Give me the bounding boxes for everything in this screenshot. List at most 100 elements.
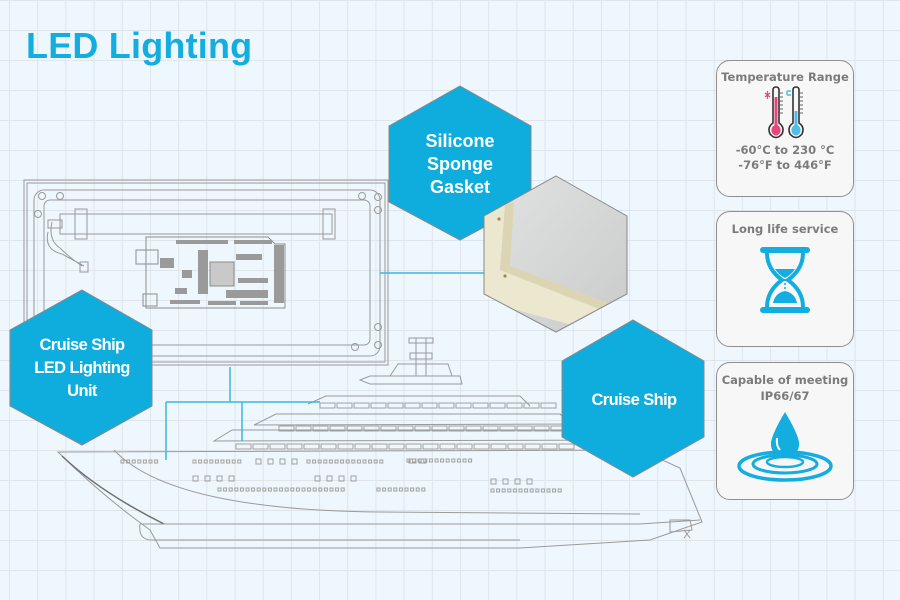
ship-window bbox=[388, 443, 405, 450]
ship-window bbox=[350, 475, 357, 482]
ship-window bbox=[526, 478, 533, 485]
ship-window bbox=[462, 458, 467, 463]
feature-title: Temperature Range bbox=[721, 70, 849, 84]
ship-window bbox=[507, 443, 524, 450]
ship-window bbox=[439, 443, 456, 450]
ship-window bbox=[496, 488, 501, 493]
ship-window bbox=[541, 443, 558, 450]
ship-hull bbox=[56, 449, 703, 549]
ship-window bbox=[524, 488, 529, 493]
ship-window bbox=[340, 487, 345, 492]
ship-window bbox=[228, 475, 235, 482]
page-title: LED Lighting bbox=[26, 25, 253, 66]
ship-window bbox=[451, 458, 456, 463]
ship-windows bbox=[120, 402, 635, 493]
ship-window bbox=[220, 459, 225, 464]
ship-window bbox=[209, 459, 214, 464]
ship-window bbox=[387, 487, 392, 492]
ship-window bbox=[312, 487, 317, 492]
ship-window bbox=[256, 487, 261, 492]
ship-window bbox=[404, 487, 409, 492]
ship-window bbox=[417, 458, 422, 463]
ship-window bbox=[340, 459, 345, 464]
circuit-board bbox=[135, 236, 286, 309]
ship-window bbox=[192, 475, 199, 482]
ship-window bbox=[540, 488, 545, 493]
ship-window bbox=[380, 425, 397, 432]
ship-window bbox=[279, 458, 286, 465]
ship-window bbox=[214, 459, 219, 464]
hourglass-icon bbox=[760, 247, 810, 313]
ship-window bbox=[284, 487, 289, 492]
ship-window bbox=[489, 402, 506, 409]
ship-window bbox=[329, 487, 334, 492]
ship-window bbox=[204, 475, 211, 482]
ship-window bbox=[323, 459, 328, 464]
ship-window bbox=[490, 488, 495, 493]
ship-window bbox=[312, 459, 317, 464]
ship-window bbox=[428, 458, 433, 463]
ship-window bbox=[326, 475, 333, 482]
ship-window bbox=[404, 402, 421, 409]
ship-window bbox=[278, 425, 295, 432]
ship-window bbox=[337, 443, 354, 450]
ship-window bbox=[286, 443, 303, 450]
ship-window bbox=[445, 458, 450, 463]
ship-window bbox=[354, 443, 371, 450]
ship-window bbox=[345, 459, 350, 464]
ship-window bbox=[131, 459, 136, 464]
ship-window bbox=[376, 487, 381, 492]
ship-window bbox=[320, 443, 337, 450]
feature-title: Long life service bbox=[731, 222, 839, 236]
ship-window bbox=[414, 425, 431, 432]
ship-window bbox=[235, 443, 252, 450]
ship-window bbox=[323, 487, 328, 492]
ship-window bbox=[336, 402, 353, 409]
ship-window bbox=[329, 425, 346, 432]
ship-window bbox=[228, 487, 233, 492]
ship-window bbox=[455, 402, 472, 409]
ship-window bbox=[353, 402, 370, 409]
ship-window bbox=[516, 425, 533, 432]
ship-window bbox=[237, 459, 242, 464]
ship-window bbox=[379, 459, 384, 464]
cruise-ship-label: Cruise Ship bbox=[591, 390, 677, 409]
ship-window bbox=[431, 425, 448, 432]
gasket-label: Silicone Sponge Gasket bbox=[425, 130, 495, 197]
connector-lines bbox=[165, 272, 484, 460]
ship-window bbox=[120, 459, 125, 464]
ship-window bbox=[291, 458, 298, 465]
ship-window bbox=[226, 459, 231, 464]
ship-window bbox=[273, 487, 278, 492]
ship-window bbox=[468, 458, 473, 463]
ship-window bbox=[465, 425, 482, 432]
ship-window bbox=[552, 488, 557, 493]
ship-window bbox=[415, 487, 420, 492]
temp-fahrenheit: -76°F to 446°F bbox=[738, 158, 832, 172]
ship-window bbox=[216, 475, 223, 482]
thermometer-icon bbox=[764, 86, 804, 139]
ship-window bbox=[398, 487, 403, 492]
ship-window bbox=[148, 459, 153, 464]
led-strip bbox=[59, 213, 333, 235]
ship-window bbox=[338, 475, 345, 482]
ship-window bbox=[523, 402, 540, 409]
feature-card-ip-rating: Capable of meeting IP66/67 bbox=[716, 362, 854, 500]
ship-window bbox=[328, 459, 333, 464]
temp-celsius: -60°C to 230 °C bbox=[735, 143, 835, 157]
ship-window bbox=[255, 458, 262, 465]
ship-window bbox=[406, 458, 411, 463]
ship-window bbox=[387, 402, 404, 409]
ship-window bbox=[456, 458, 461, 463]
ship-window bbox=[318, 487, 323, 492]
ship-window bbox=[421, 487, 426, 492]
ship-window bbox=[363, 425, 380, 432]
ship-window bbox=[371, 443, 388, 450]
ship-window bbox=[303, 443, 320, 450]
ship-window bbox=[524, 443, 541, 450]
ship-window bbox=[334, 459, 339, 464]
ship-window bbox=[472, 402, 489, 409]
ship-window bbox=[502, 478, 509, 485]
ship-window bbox=[317, 459, 322, 464]
ship-window bbox=[217, 487, 222, 492]
